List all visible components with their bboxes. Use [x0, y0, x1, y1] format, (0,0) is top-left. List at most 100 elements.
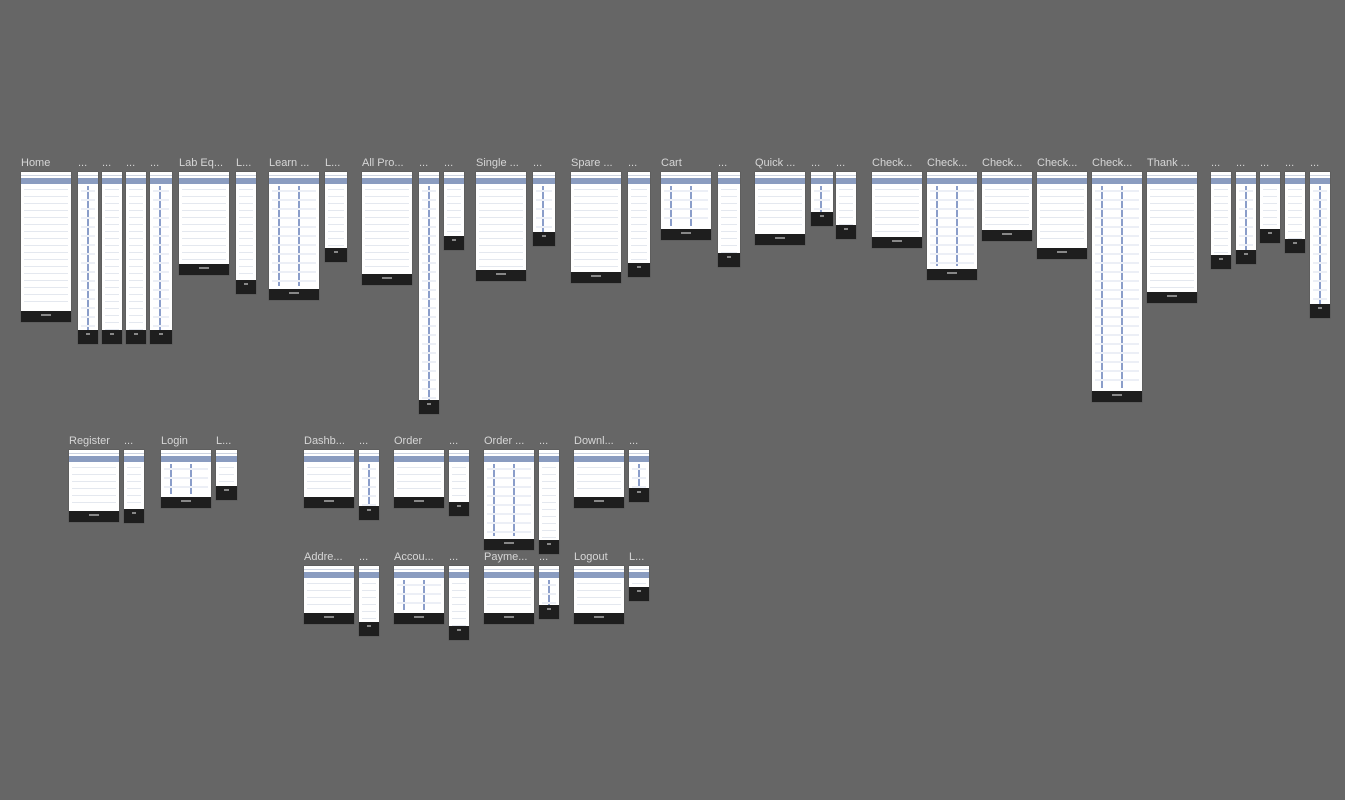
frame-thumbnail[interactable] — [629, 450, 649, 502]
frame-label[interactable]: Spare ... — [571, 157, 613, 169]
frame-thumbnail[interactable] — [718, 172, 740, 267]
frame-label[interactable]: ... — [1260, 157, 1270, 169]
frame-thumbnail[interactable] — [124, 450, 144, 523]
frame-thumbnail[interactable] — [539, 450, 559, 554]
frame-thumbnail[interactable] — [539, 566, 559, 619]
frame-thumbnail[interactable] — [661, 172, 711, 240]
frame-thumbnail[interactable] — [1285, 172, 1305, 253]
frame-thumbnail[interactable] — [982, 172, 1032, 241]
frame-label[interactable]: Check... — [1092, 157, 1133, 169]
frame-thumbnail[interactable] — [533, 172, 555, 246]
frame-thumbnail[interactable] — [574, 450, 624, 508]
frame-thumbnail[interactable] — [161, 450, 211, 508]
frame-label[interactable]: L... — [216, 435, 232, 447]
frame-thumbnail[interactable] — [755, 172, 805, 245]
frame-label[interactable]: ... — [1310, 157, 1320, 169]
frame-label[interactable]: Dashb... — [304, 435, 345, 447]
frame-thumbnail[interactable] — [1310, 172, 1330, 318]
frame-label[interactable]: Register — [69, 435, 110, 447]
frame-thumbnail[interactable] — [359, 450, 379, 520]
frame-label[interactable]: Addre... — [304, 551, 343, 563]
frame-thumbnail[interactable] — [927, 172, 977, 280]
frame-thumbnail[interactable] — [102, 172, 122, 344]
frame-label[interactable]: Check... — [872, 157, 913, 169]
frame-label[interactable]: ... — [628, 157, 638, 169]
frame-label[interactable]: Thank ... — [1147, 157, 1190, 169]
frame-thumbnail[interactable] — [325, 172, 347, 262]
frame-label[interactable]: ... — [718, 157, 728, 169]
frame-label[interactable]: ... — [539, 435, 549, 447]
frame-thumbnail[interactable] — [1236, 172, 1256, 264]
frame-label[interactable]: ... — [78, 157, 88, 169]
frame-label[interactable]: ... — [124, 435, 134, 447]
frame-label[interactable]: L... — [629, 551, 645, 563]
frame-thumbnail[interactable] — [444, 172, 464, 250]
frame-thumbnail[interactable] — [484, 566, 534, 624]
frame-thumbnail[interactable] — [304, 566, 354, 624]
frame-label[interactable]: Order ... — [484, 435, 525, 447]
frame-label[interactable]: ... — [449, 551, 459, 563]
frame-label[interactable]: Home — [21, 157, 51, 169]
frame-label[interactable]: Learn ... — [269, 157, 310, 169]
frame-thumbnail[interactable] — [449, 566, 469, 640]
frame-label[interactable]: ... — [126, 157, 136, 169]
frame-label[interactable]: ... — [359, 551, 369, 563]
frame-thumbnail[interactable] — [1211, 172, 1231, 269]
frame-label[interactable]: ... — [1211, 157, 1221, 169]
frame-thumbnail[interactable] — [269, 172, 319, 300]
frame-label[interactable]: Cart — [661, 157, 682, 169]
frame-thumbnail[interactable] — [1260, 172, 1280, 243]
frame-label[interactable]: ... — [1236, 157, 1246, 169]
frame-thumbnail[interactable] — [150, 172, 172, 344]
frame-thumbnail[interactable] — [126, 172, 146, 344]
frame-thumbnail[interactable] — [1147, 172, 1197, 303]
frame-thumbnail[interactable] — [628, 172, 650, 277]
frame-thumbnail[interactable] — [484, 450, 534, 550]
frame-label[interactable]: Quick ... — [755, 157, 796, 169]
frame-label[interactable]: ... — [150, 157, 160, 169]
frame-label[interactable]: ... — [359, 435, 369, 447]
frame-label[interactable]: ... — [449, 435, 459, 447]
frame-label[interactable]: Check... — [1037, 157, 1078, 169]
frame-thumbnail[interactable] — [811, 172, 833, 226]
frame-thumbnail[interactable] — [571, 172, 621, 283]
frame-label[interactable]: Payme... — [484, 551, 528, 563]
frame-label[interactable]: ... — [102, 157, 112, 169]
frame-label[interactable]: ... — [811, 157, 821, 169]
frame-label[interactable]: Accou... — [394, 551, 434, 563]
frame-thumbnail[interactable] — [304, 450, 354, 508]
frame-label[interactable]: Order — [394, 435, 423, 447]
frame-label[interactable]: ... — [629, 435, 639, 447]
frame-thumbnail[interactable] — [449, 450, 469, 516]
frame-thumbnail[interactable] — [69, 450, 119, 522]
frame-label[interactable]: ... — [1285, 157, 1295, 169]
frame-label[interactable]: Downl... — [574, 435, 614, 447]
frame-label[interactable]: Login — [161, 435, 188, 447]
frame-thumbnail[interactable] — [574, 566, 624, 624]
frame-label[interactable]: ... — [539, 551, 549, 563]
frame-thumbnail[interactable] — [419, 172, 439, 414]
frame-label[interactable]: Single ... — [476, 157, 519, 169]
frame-thumbnail[interactable] — [216, 450, 237, 500]
frame-label[interactable]: L... — [325, 157, 341, 169]
frame-label[interactable]: ... — [836, 157, 846, 169]
frame-thumbnail[interactable] — [1037, 172, 1087, 259]
frame-thumbnail[interactable] — [179, 172, 229, 275]
frame-label[interactable]: Lab Eq... — [179, 157, 224, 169]
frame-thumbnail[interactable] — [359, 566, 379, 636]
frame-thumbnail[interactable] — [872, 172, 922, 248]
frame-thumbnail[interactable] — [394, 450, 444, 508]
frame-thumbnail[interactable] — [836, 172, 856, 239]
frame-label[interactable]: L... — [236, 157, 252, 169]
frame-label[interactable]: Check... — [927, 157, 968, 169]
frame-label[interactable]: Logout — [574, 551, 608, 563]
frame-thumbnail[interactable] — [476, 172, 526, 281]
frame-label[interactable]: ... — [533, 157, 543, 169]
frame-thumbnail[interactable] — [21, 172, 71, 322]
frame-label[interactable]: Check... — [982, 157, 1023, 169]
frame-label[interactable]: ... — [419, 157, 429, 169]
frame-label[interactable]: All Pro... — [362, 157, 404, 169]
frame-label[interactable]: ... — [444, 157, 454, 169]
frame-thumbnail[interactable] — [236, 172, 256, 294]
frame-thumbnail[interactable] — [394, 566, 444, 624]
